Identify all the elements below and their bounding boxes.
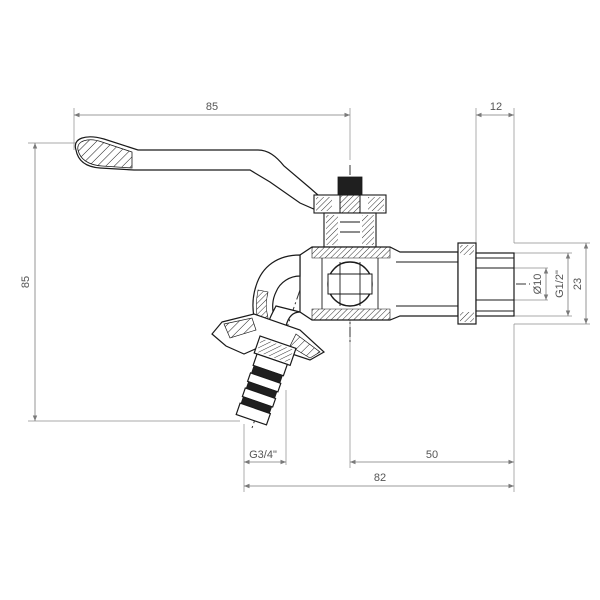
dimension-bore-diameter: Ø10 <box>514 267 549 301</box>
dimension-label-inlet-thread: G1/2" <box>554 270 566 298</box>
dimension-label-inlet-outer-diameter: 23 <box>572 278 584 290</box>
lever-handle <box>74 136 319 211</box>
dimension-label-outlet-thread: G3/4" <box>249 449 277 461</box>
dimension-overall-length: 82 <box>244 472 514 489</box>
dimension-outlet-to-center: 50 <box>349 320 515 492</box>
dimension-inlet-outer-diameter: 23 <box>514 242 590 325</box>
dimension-outlet-thread: G3/4" <box>243 390 287 492</box>
dimension-label-overall-height: 85 <box>20 276 32 288</box>
dimension-label-handle-length: 85 <box>206 101 218 113</box>
dimension-inlet-thread: G1/2" <box>514 252 572 317</box>
valve-body <box>299 246 459 321</box>
hose-nozzle <box>235 335 297 426</box>
dimension-label-outlet-to-center: 50 <box>426 449 438 461</box>
dimension-thread-length: 12 <box>475 101 515 243</box>
dimension-label-bore-diameter: Ø10 <box>532 274 544 295</box>
inlet-thread <box>457 242 515 325</box>
dimension-handle-length: 85 <box>73 101 351 160</box>
dimension-overall-height: 85 <box>20 142 240 422</box>
dimension-label-overall-length: 82 <box>374 472 386 484</box>
dimension-label-thread-length: 12 <box>490 101 502 113</box>
valve-stem <box>313 176 387 248</box>
